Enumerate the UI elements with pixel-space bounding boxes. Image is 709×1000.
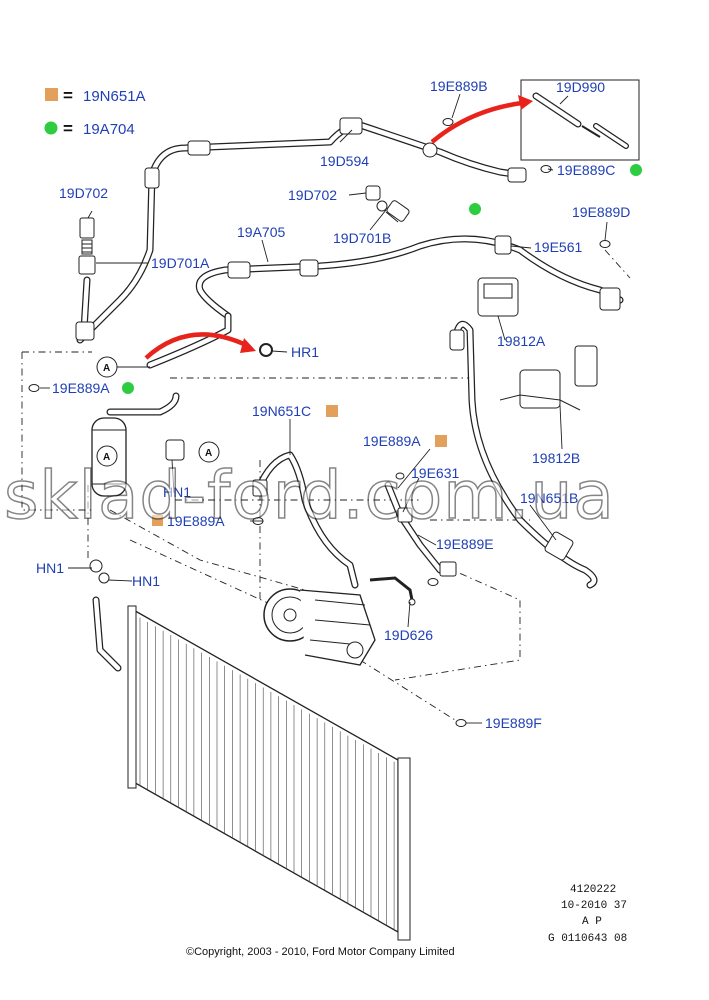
hose-19N651B — [449, 320, 598, 589]
label-19A705: 19A705 — [237, 224, 285, 240]
condenser-fins — [139, 617, 395, 930]
watermark-text: sklad-ford.com.ua — [4, 457, 615, 534]
orange-square-icon — [435, 435, 447, 447]
callout-a-2: A — [103, 452, 110, 463]
label-19D990: 19D990 — [556, 79, 605, 95]
label-19E631: 19E631 — [411, 465, 459, 481]
label-19D701B: 19D701B — [333, 230, 391, 246]
copyright-text: ©Copyright, 2003 - 2010, Ford Motor Comp… — [186, 946, 455, 958]
pressure-switches — [477, 277, 598, 411]
green-dot-icon — [469, 203, 481, 215]
callout-markers: A A A — [96, 356, 220, 467]
mid-service-valve — [365, 185, 410, 223]
label-19812A: 19812A — [497, 333, 546, 349]
hose-19N651C — [252, 451, 457, 589]
label-19812B: 19812B — [532, 450, 580, 466]
ref-line-3: A P — [582, 916, 602, 928]
label-19N651C: 19N651C — [252, 403, 311, 419]
label-HN1-right: HN1 — [132, 573, 160, 589]
left-service-valve — [75, 217, 96, 341]
label-19D626: 19D626 — [384, 627, 433, 643]
label-19N651B: 19N651B — [520, 490, 578, 506]
label-19E889E: 19E889E — [436, 536, 494, 552]
label-19D701A: 19D701A — [151, 255, 210, 271]
label-19E889A-lower: 19E889A — [167, 513, 225, 529]
ref-line-2: 10-2010 37 — [561, 900, 627, 912]
label-19D702-mid: 19D702 — [288, 187, 337, 203]
detail-box-19D990 — [520, 79, 640, 161]
ac-compressor — [263, 588, 376, 666]
label-19D594: 19D594 — [320, 153, 369, 169]
reference-block: 4120222 10-2010 37 A P G 0110643 08 — [548, 884, 627, 945]
legend-orange-part: 19N651A — [83, 88, 146, 105]
bracket-19D626 — [369, 576, 416, 606]
orange-square-icon — [326, 405, 338, 417]
label-HR1: HR1 — [291, 344, 319, 360]
legend-equals-2: = — [63, 119, 73, 138]
ac-condenser — [89, 559, 411, 941]
legend: = 19N651A = 19A704 — [44, 86, 146, 138]
legend-orange-square-icon — [45, 88, 58, 101]
callout-a-1: A — [103, 363, 110, 374]
part-labels: 19E889B 19D990 19D594 19E889C 19D702 19D… — [36, 78, 630, 731]
label-19E889A-left: 19E889A — [52, 380, 110, 396]
ref-line-1: 4120222 — [570, 884, 616, 896]
main-hose-19A705 — [146, 235, 624, 369]
label-HN1-upper: HN1 — [163, 484, 191, 500]
orange-square-icon — [152, 515, 163, 526]
label-19E561: 19E561 — [534, 239, 582, 255]
label-19E889C: 19E889C — [557, 162, 615, 178]
leader-lines — [40, 93, 608, 724]
label-19D702-left: 19D702 — [59, 185, 108, 201]
label-19E889B: 19E889B — [430, 78, 488, 94]
green-dot-icon — [122, 382, 134, 394]
legend-equals-1: = — [63, 86, 73, 105]
upper-hose-assembly — [76, 117, 527, 344]
red-arrows — [144, 95, 533, 360]
legend-green-dot-icon — [44, 121, 58, 135]
label-19E889A-mid: 19E889A — [363, 433, 421, 449]
ref-line-4: G 0110643 08 — [548, 933, 627, 945]
callout-a-3: A — [205, 448, 212, 459]
green-dot-icon — [630, 164, 642, 176]
indicators — [122, 164, 642, 526]
label-19E889D: 19E889D — [572, 204, 630, 220]
legend-green-part: 19A704 — [83, 121, 135, 138]
label-HN1-left: HN1 — [36, 560, 64, 576]
label-19E889F: 19E889F — [485, 715, 542, 731]
